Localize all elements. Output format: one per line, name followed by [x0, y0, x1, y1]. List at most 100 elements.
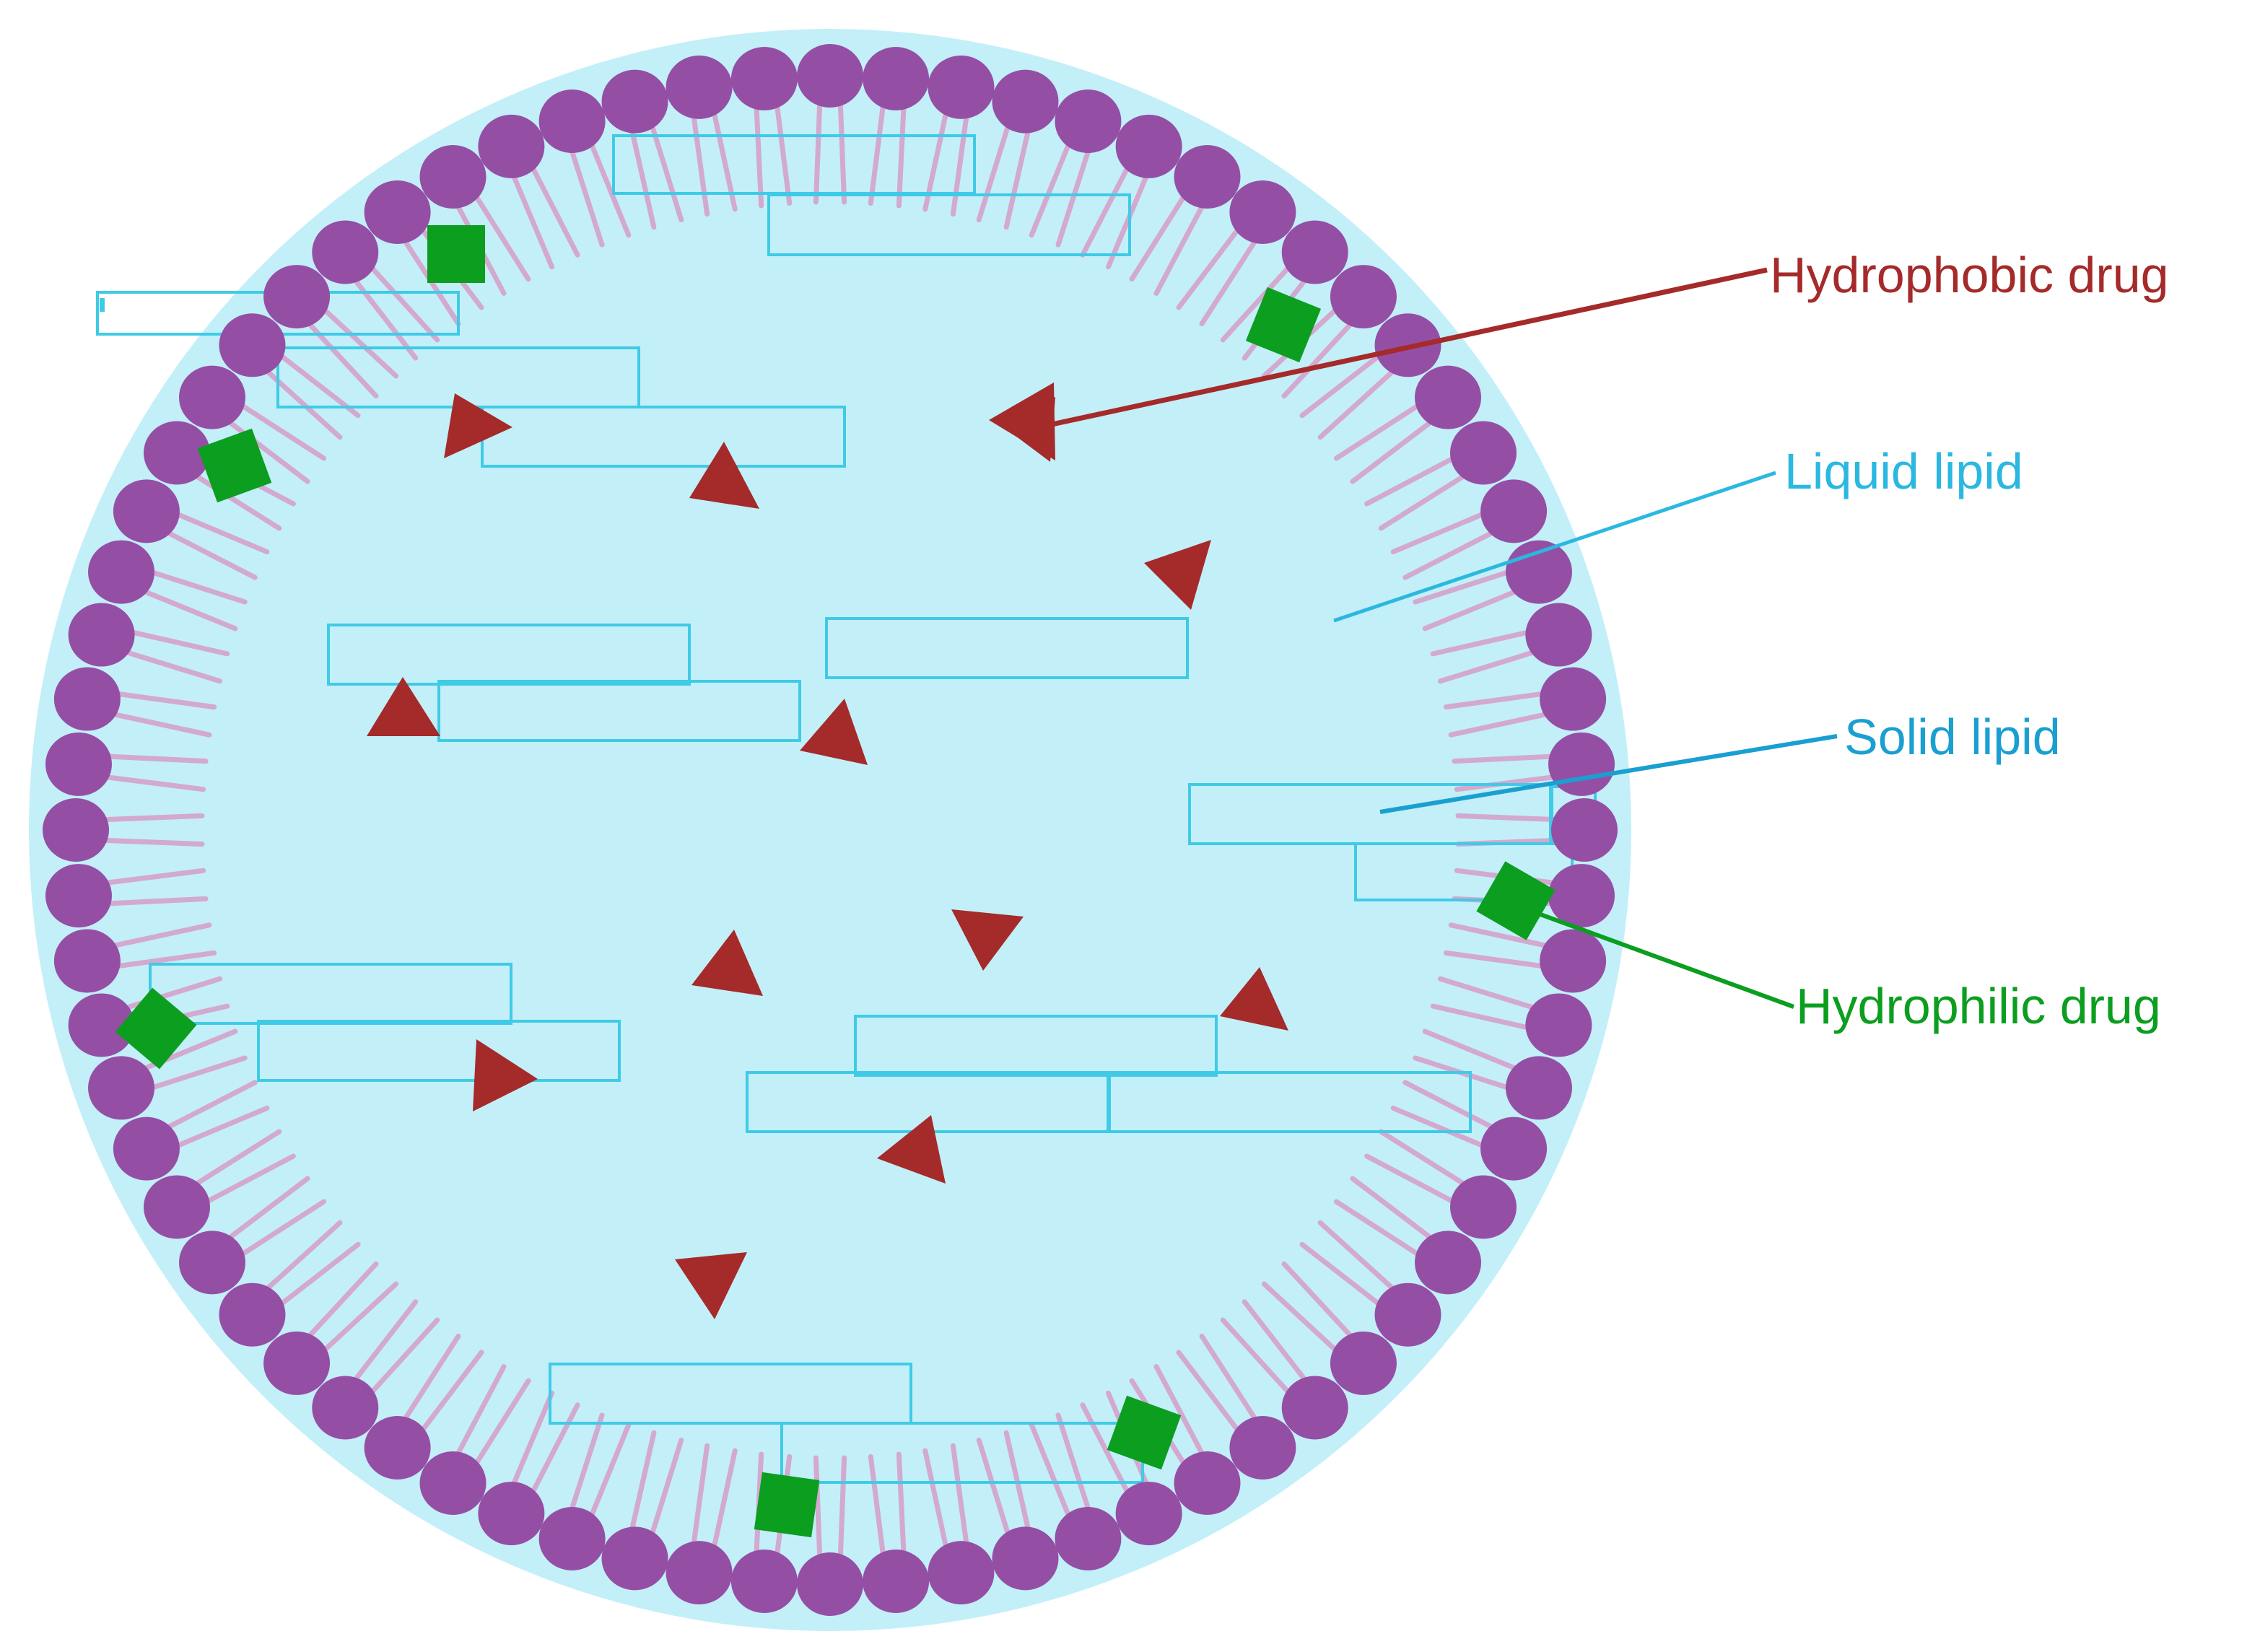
lipid-tail: [1437, 647, 1543, 684]
lipid-head: [1480, 1116, 1548, 1181]
lipid-tail: [316, 302, 399, 379]
lipid-tail: [1422, 586, 1525, 631]
lipid-head: [88, 1056, 155, 1120]
lipid-tail: [159, 1080, 258, 1133]
lipid-head: [1115, 114, 1182, 178]
solid-lipid-block: [825, 617, 1189, 679]
lipid-head: [666, 1541, 733, 1605]
lipid-head: [730, 1550, 798, 1614]
lipid-tail: [108, 690, 217, 710]
lipid-tail: [1452, 753, 1562, 764]
hydrophobic-drug-triangle: [367, 677, 440, 736]
lipid-tail: [272, 1241, 361, 1311]
lipid-tail: [142, 1055, 248, 1093]
lipid-tail: [1448, 710, 1556, 738]
solid-lipid-block: [767, 193, 1131, 256]
lipid-tail: [1454, 773, 1563, 792]
lipid-head: [928, 55, 995, 119]
lipid-tail: [1455, 813, 1566, 823]
lipid-head: [797, 1552, 863, 1616]
lipid-tail: [1029, 135, 1074, 238]
lipid-tail: [1448, 922, 1556, 950]
lipid-tail: [976, 1437, 1013, 1543]
lipid-tail: [1402, 527, 1501, 580]
lipid-tail: [188, 470, 282, 531]
lipid-head: [113, 1116, 180, 1181]
hydrophobic-drug-arrowhead: [989, 383, 1055, 460]
lipid-tail: [95, 813, 205, 823]
lipid-head: [478, 1482, 545, 1546]
lipid-tail: [773, 97, 793, 206]
lipid-head: [1449, 421, 1517, 485]
hydrophobic-drug-label: Hydrophobic drug: [1770, 247, 2169, 303]
lipid-tail: [1176, 1350, 1245, 1438]
lipid-tail: [198, 1153, 296, 1208]
lipid-tail: [837, 1455, 847, 1565]
lipid-tail: [1317, 1220, 1401, 1296]
solid-lipid-label: Solid lipid: [1844, 709, 2061, 765]
hydrophilic-drug-square: [754, 1472, 820, 1538]
lipid-tail: [233, 398, 327, 461]
lipid-head: [1540, 667, 1607, 731]
lipid-head: [601, 1526, 668, 1591]
lipid-head: [53, 667, 121, 731]
lipid-head: [1525, 993, 1592, 1057]
lipid-tail: [754, 98, 764, 209]
solid-lipid-block: [854, 1015, 1218, 1077]
liquid-lipid-leader-line: [1333, 471, 1776, 623]
lipid-tail: [159, 527, 258, 580]
lipid-tail: [896, 1451, 907, 1562]
hydrophilic-drug-square: [197, 428, 272, 503]
lipid-tail: [922, 1448, 950, 1556]
lipid-tail: [272, 349, 361, 419]
lipid-tail: [976, 117, 1013, 223]
solid-lipid-block: [1108, 1071, 1472, 1133]
nanoparticle-core: [29, 29, 1631, 1631]
lipid-head: [219, 313, 286, 377]
lipid-head: [992, 69, 1059, 134]
lipid-tail: [135, 586, 238, 631]
lipid-tail: [1261, 1281, 1344, 1358]
hydrophobic-drug-triangle: [473, 1039, 538, 1111]
lipid-head: [1374, 1282, 1441, 1347]
lipid-tail: [1003, 1430, 1032, 1538]
lipid-tail: [1220, 259, 1296, 343]
lipid-tail: [1364, 452, 1462, 507]
lipid-tail: [628, 1430, 657, 1538]
lipid-head: [178, 1231, 245, 1295]
lipid-tail: [1281, 316, 1358, 399]
lipid-head: [1174, 1451, 1241, 1515]
lipid-tail: [690, 1443, 710, 1552]
lipid-tail: [167, 508, 270, 555]
lipid-head: [364, 1416, 431, 1480]
lipid-head: [419, 1451, 487, 1515]
hydrophobic-drug-leader-line: [1044, 267, 1768, 429]
lipid-tail: [349, 272, 419, 361]
lipid-head: [601, 69, 668, 134]
lipid-head: [1540, 929, 1607, 993]
lipid-tail: [316, 1281, 399, 1358]
lipid-tail: [1378, 470, 1472, 531]
lipid-tail: [259, 1220, 343, 1296]
lipid-tail: [527, 159, 580, 258]
solid-lipid-block: [257, 1020, 621, 1082]
lipid-tail: [95, 837, 205, 847]
lipid-head: [45, 732, 112, 796]
hydrophobic-drug-triangle: [1144, 540, 1211, 610]
lipid-head: [538, 1506, 606, 1570]
lipid-tail: [122, 628, 230, 657]
lipid-head: [730, 46, 798, 110]
lipid-head: [419, 145, 487, 209]
lipid-tail: [104, 710, 212, 738]
lipid-tail: [567, 142, 605, 248]
lipid-tail: [188, 1129, 282, 1190]
lipid-tail: [1153, 198, 1208, 296]
lipid-head: [178, 365, 245, 429]
lipid-tail: [349, 1299, 419, 1388]
lipid-head: [863, 46, 930, 110]
lipid-tail: [117, 647, 223, 684]
hydrophobic-drug-triangle: [689, 442, 759, 509]
lipid-tail: [813, 95, 823, 205]
lipid-tail: [1443, 690, 1553, 710]
lipid-heads-layer: [43, 44, 1618, 1616]
